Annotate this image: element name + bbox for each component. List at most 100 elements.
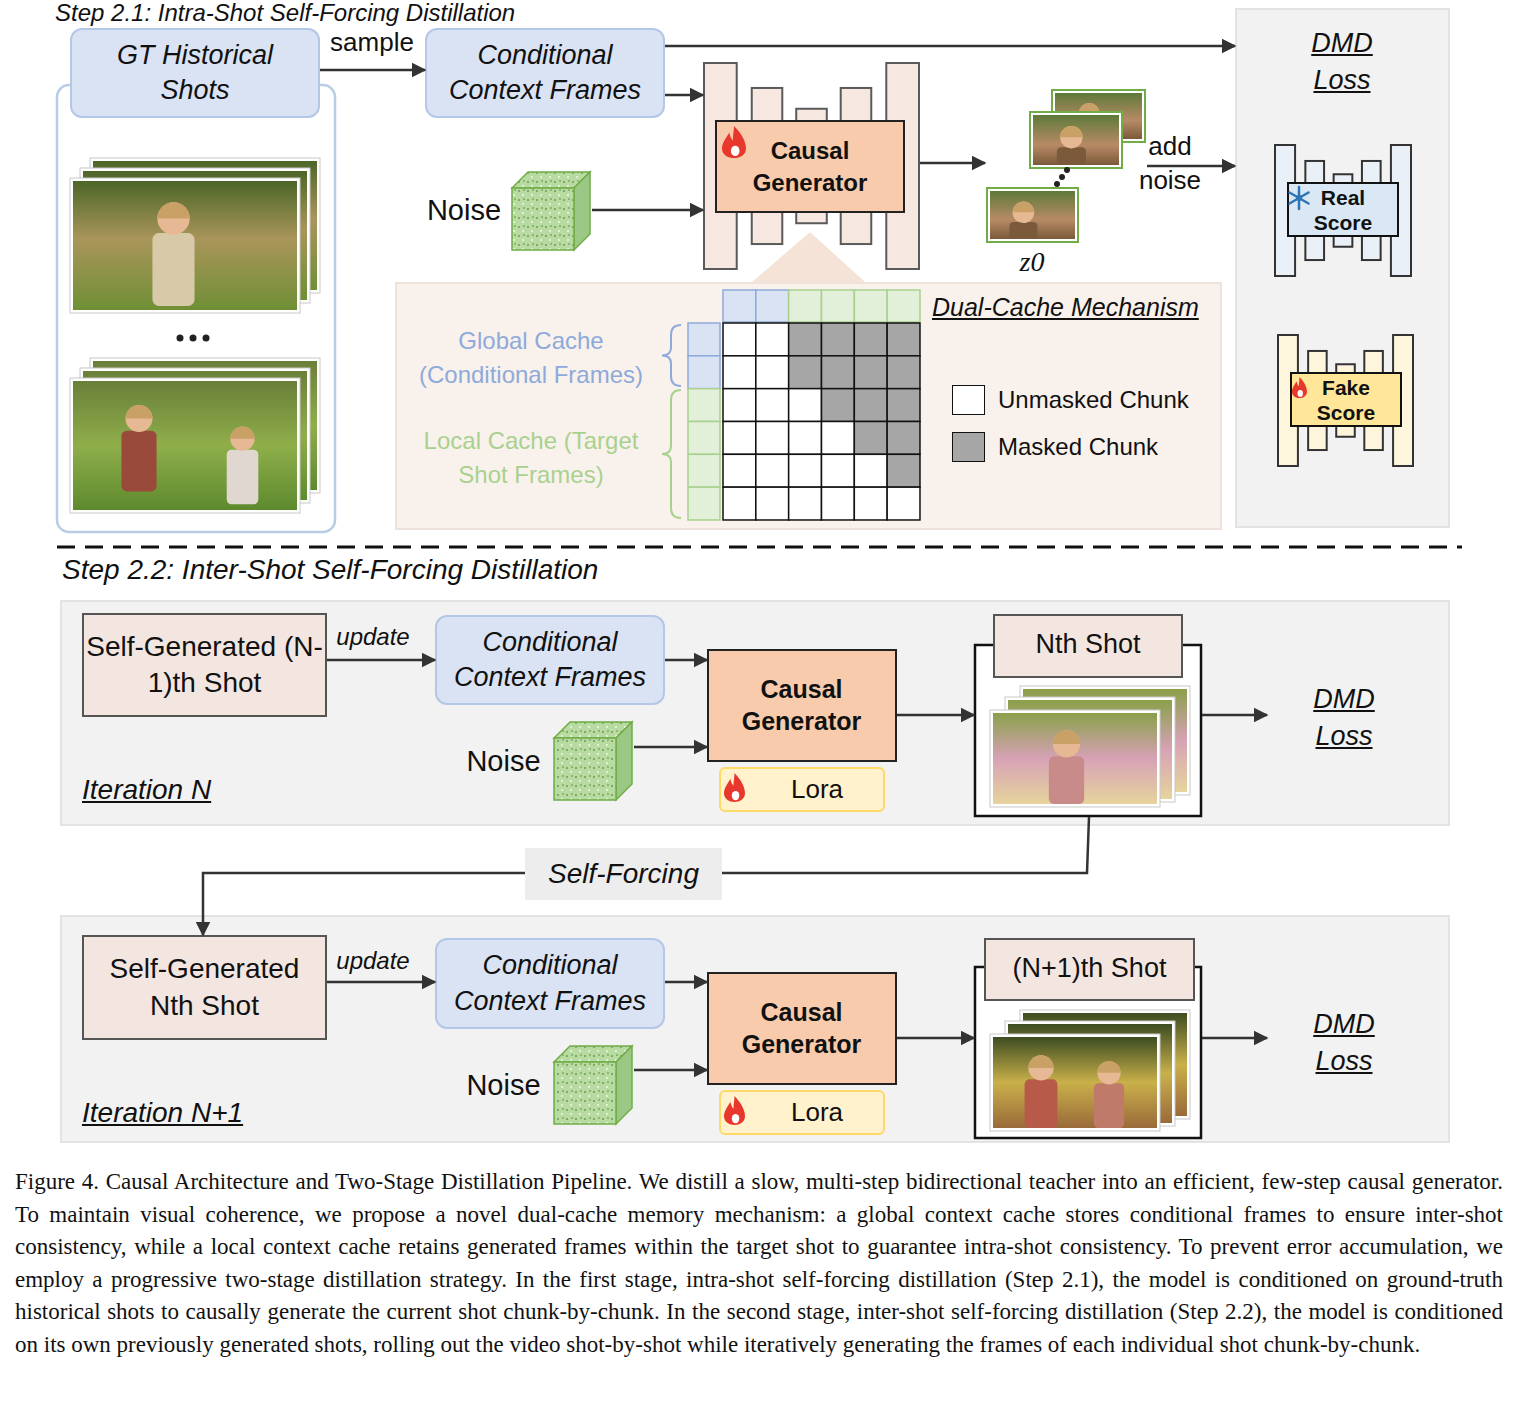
node-text: Local Cache (Target Shot Frames): [405, 422, 657, 494]
person-head: [1053, 730, 1080, 757]
person-hair: [1053, 730, 1080, 744]
node-text: Real Score: [1287, 182, 1399, 237]
legend-swatch: [952, 385, 985, 415]
cache-brace: [662, 390, 681, 518]
node-text: Iteration N+1: [82, 1093, 322, 1133]
attention-chunk: [789, 323, 822, 356]
connector-arrow: [320, 69, 425, 72]
node-text: GT Historical Shots: [100, 30, 290, 116]
cache-header-cell: [723, 290, 756, 322]
frozen-icon: [1298, 187, 1301, 209]
node-text: Fake Score: [1290, 372, 1402, 427]
node-box: Conditional Context Frames: [435, 615, 665, 705]
node-box: DMD Loss: [1267, 1005, 1422, 1080]
cache-header-cell: [756, 290, 789, 322]
attention-chunk: [887, 356, 920, 389]
trainable-icon-core: [732, 1114, 740, 1123]
noise-cube-side: [616, 722, 632, 800]
noise-cube-side: [574, 172, 590, 250]
person-hair: [157, 202, 189, 218]
node-box: Causal Generator: [703, 62, 920, 270]
node-text: DMD Loss: [1292, 22, 1392, 102]
photo-frame: [70, 178, 300, 313]
person-hair: [126, 405, 153, 419]
photo: [993, 1037, 1157, 1128]
frozen-icon: [1289, 193, 1308, 204]
node-box: (N+1)th Shot: [974, 938, 1202, 1139]
photo: [990, 191, 1075, 239]
node-text: Noise: [418, 170, 510, 252]
attention-chunk: [821, 356, 854, 389]
attention-chunk: [756, 389, 789, 422]
ellipsis-dot: [203, 335, 210, 342]
node-box: Self-Generated Nth Shot: [82, 935, 327, 1040]
node-box: Lora: [719, 767, 885, 812]
person-head: [230, 427, 254, 451]
attention-chunk: [887, 487, 920, 520]
connector-arrow: [203, 817, 1089, 935]
person-head: [1013, 202, 1035, 224]
cache-header-cell: [789, 290, 822, 322]
connector-arrow: [327, 981, 435, 984]
connector-arrow: [327, 659, 435, 662]
attention-chunk: [789, 421, 822, 454]
attention-chunk: [887, 421, 920, 454]
figure-caption: Figure 4. Causal Architecture and Two-St…: [15, 1166, 1503, 1362]
trainable-icon-core: [731, 146, 740, 156]
person-head: [1097, 1061, 1120, 1084]
connector-arrow: [897, 1037, 974, 1040]
cache-row-cell: [688, 356, 720, 389]
attention-chunk: [723, 356, 756, 389]
node-text: DMD Loss: [1294, 1005, 1394, 1080]
cache-header-cell: [821, 290, 854, 322]
node-text: Lora: [751, 769, 883, 810]
node-text: DMD Loss: [1294, 680, 1394, 755]
connector-arrow: [1202, 1037, 1267, 1040]
noise-cube-front: [512, 188, 574, 250]
photo: [993, 713, 1157, 804]
attention-chunk: [756, 487, 789, 520]
person-hair: [1097, 1061, 1120, 1073]
shot-tab: [985, 939, 1194, 1000]
node-box: Noise: [457, 1044, 634, 1128]
frozen-icon: [1296, 195, 1302, 201]
person-body: [227, 450, 259, 505]
cache-brace: [662, 325, 681, 386]
attention-chunk: [821, 421, 854, 454]
person-body: [121, 431, 156, 492]
connector-arrow: [592, 209, 703, 212]
node-box: z0: [985, 88, 1147, 282]
person-hair: [230, 427, 254, 439]
photo-frame: [1030, 112, 1122, 168]
noise-cube-front: [554, 738, 616, 800]
ellipsis-dot: [1059, 174, 1065, 180]
section-heading: Step 2.1: Intra-Shot Self-Forcing Distil…: [55, 0, 515, 26]
legend-swatch: [952, 432, 985, 462]
connector-arrow: [897, 714, 974, 717]
attention-chunk: [756, 356, 789, 389]
section-heading: Step 2.2: Inter-Shot Self-Forcing Distil…: [62, 553, 598, 587]
trainable-icon: [722, 126, 746, 158]
cache-row-cell: [688, 323, 720, 356]
trainable-icon-core: [732, 791, 740, 800]
node-box: Iteration N+1 Self-Generated Nth Shot Cond…: [60, 915, 1450, 1143]
attention-chunk: [887, 454, 920, 487]
node-text: Conditional Context Frames: [441, 940, 659, 1027]
connector-arrow: [634, 1069, 707, 1072]
node-box: Lora: [719, 1090, 885, 1135]
connector-arrow: [920, 162, 985, 165]
attention-chunk: [756, 454, 789, 487]
connector-arrow: [665, 659, 707, 662]
person-head: [1028, 1055, 1053, 1080]
attention-chunk: [789, 487, 822, 520]
node-text: Conditional Context Frames: [441, 617, 659, 703]
photo-frame: [987, 188, 1078, 242]
node-box: Causal Generator: [707, 972, 897, 1085]
noise-cube-side: [616, 1046, 632, 1124]
node-box: Conditional Context Frames: [435, 938, 665, 1029]
attention-chunk: [723, 421, 756, 454]
trainable-icon-core: [1298, 390, 1303, 397]
node-text: Noise: [457, 720, 550, 804]
cache-row-cell: [688, 487, 720, 520]
